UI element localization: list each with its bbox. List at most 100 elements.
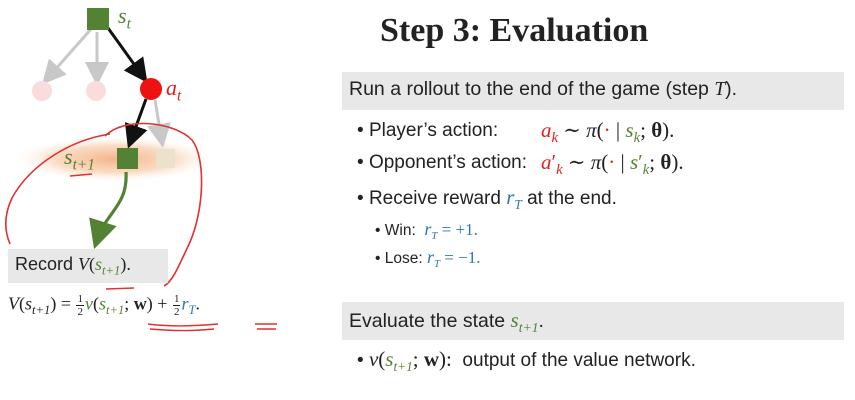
formula-r-sub: T <box>188 303 196 318</box>
record-open: ( <box>89 254 96 274</box>
reward-r-sub: T <box>514 196 522 212</box>
lose-value: = −1. <box>440 248 481 267</box>
formula-equals: = <box>56 293 76 314</box>
green-curved-arrow <box>89 171 128 250</box>
red-annotation-loop <box>4 122 203 287</box>
half1-den: 2 <box>77 306 83 318</box>
opp-close: ). <box>671 150 684 174</box>
player-s: s <box>625 118 634 142</box>
next-state-square <box>117 148 138 169</box>
rollout-header-T: T <box>714 79 726 100</box>
half2-den: 2 <box>173 306 180 318</box>
black-arrow-root-to-action <box>106 27 148 83</box>
evaluate-header-s: s <box>510 308 519 332</box>
record-v: V <box>78 254 90 274</box>
player-label: Player’s action: <box>368 120 499 141</box>
formula-v-s: s <box>98 293 106 314</box>
lose-r: r <box>426 247 434 267</box>
sub-bullet-symbol: • <box>375 222 381 239</box>
tree-diagram <box>4 8 277 332</box>
evaluate-header: Evaluate the state st+1. <box>349 308 544 336</box>
record-s-sub: t+1 <box>102 263 121 278</box>
formula-plus: + <box>152 293 172 314</box>
reward-label: Receive reward <box>368 188 507 209</box>
formula-r: r <box>181 293 189 314</box>
player-open: ( <box>596 118 604 142</box>
opp-s-sub: k <box>642 162 650 179</box>
red-underline-v <box>147 323 219 332</box>
rollout-header-end: ). <box>725 78 738 100</box>
bullet-player-action: • Player’s action: <box>357 120 498 142</box>
formula-lhs-s: s <box>25 293 33 314</box>
evaluate-header-sub: t+1 <box>518 319 539 335</box>
value-s: s <box>385 347 394 371</box>
bullet-value-network: • v(st+1; w): output of the value networ… <box>357 347 696 375</box>
root-state-label: st <box>118 3 131 33</box>
opp-a: a <box>541 150 552 174</box>
red-underline-r <box>255 323 277 330</box>
value-v: v <box>368 347 379 371</box>
win-label: Win: <box>384 222 425 239</box>
value-semi: ; <box>412 347 424 371</box>
slide-title: Step 3: Evaluation <box>380 12 649 49</box>
faded-node-middle <box>86 81 106 101</box>
formula-v-sub: t+1 <box>105 303 125 318</box>
formula-v-semi: ; <box>124 293 134 314</box>
value-s-sub: t+1 <box>393 358 413 374</box>
record-close: ). <box>120 254 131 274</box>
sub-bullet-win: • Win: rT = +1. <box>375 219 478 242</box>
player-semi: ; <box>640 118 652 142</box>
player-pi: π <box>586 118 597 142</box>
next-s-sub: t+1 <box>72 156 95 174</box>
action-node <box>140 78 162 100</box>
player-action-formula: ak ∼ π(· | sk; θ). <box>541 118 674 147</box>
player-a-sub: k <box>551 130 559 147</box>
half1-num: 1 <box>76 293 84 306</box>
player-s-sub: k <box>633 130 641 147</box>
record-box <box>8 249 168 283</box>
faded-state-square <box>156 149 175 168</box>
value-close: ): <box>439 347 452 371</box>
faded-node-left <box>32 81 52 101</box>
player-a: a <box>541 118 552 142</box>
bullet-symbol: • <box>357 120 364 141</box>
opponent-label: Opponent’s action: <box>368 152 533 173</box>
player-theta: θ <box>651 118 663 142</box>
value-desc: output of the value network. <box>451 350 696 371</box>
sub-bullet-symbol: • <box>375 250 381 267</box>
win-r: r <box>424 219 432 239</box>
bullet-opponent-action: • Opponent’s action: <box>357 152 532 174</box>
reward-end: at the end. <box>521 188 617 209</box>
formula-lhs-open: ( <box>19 293 25 314</box>
record-text: Record V(st+1). <box>15 254 131 279</box>
opp-semi: ; <box>649 150 661 174</box>
bullet-receive-reward: • Receive reward rT at the end. <box>357 185 617 213</box>
record-prefix: Record <box>15 254 79 274</box>
red-underline-record <box>105 287 135 290</box>
bullet-symbol: • <box>357 350 364 371</box>
player-sim: ∼ <box>558 118 587 142</box>
formula-v-close: ) <box>146 293 153 314</box>
player-bar: | <box>610 118 626 142</box>
opp-bar: | <box>615 150 630 174</box>
opp-s-prime: ′ <box>638 150 643 174</box>
value-w: w <box>423 347 440 371</box>
gray-arrow-left <box>42 27 94 85</box>
rollout-header: Run a rollout to the end of the game (st… <box>349 78 737 101</box>
record-s: s <box>95 254 103 274</box>
formula-lhs-sub: t+1 <box>32 303 51 318</box>
opp-s: s <box>629 150 639 174</box>
root-s-sub: t <box>126 15 131 33</box>
bullet-symbol: • <box>357 188 364 209</box>
rollout-header-text: Run a rollout to the end of the game (st… <box>349 78 715 100</box>
opp-a-sub: k <box>556 162 563 179</box>
lose-r-sub: T <box>434 258 441 271</box>
bullet-symbol: • <box>357 152 364 173</box>
formula-V: V <box>8 293 19 314</box>
next-s-letter: s <box>64 144 73 169</box>
root-s-letter: s <box>118 3 127 28</box>
value-open: ( <box>378 347 386 371</box>
action-label: at <box>166 75 181 105</box>
